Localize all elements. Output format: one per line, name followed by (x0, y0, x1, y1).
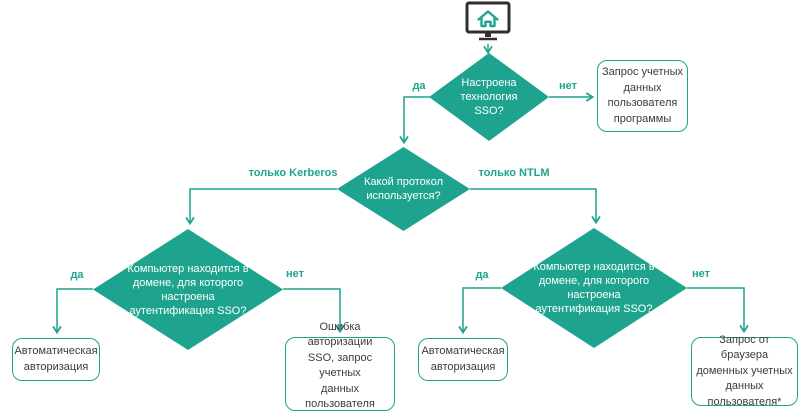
decision-protocol-label: Какой протокол используется? (364, 176, 443, 202)
result-auto-auth-right-label: Автоматическая авторизация (421, 345, 505, 373)
result-app-credentials-label: Запрос учетных данных пользователя прогр… (602, 66, 684, 125)
edge-domain-left-no (283, 288, 345, 334)
result-sso-error: Ошибка авторизации SSO, запрос учетных д… (285, 321, 395, 414)
decision-domain-kerberos-label: Компьютер находится в домене, для которо… (127, 262, 249, 317)
edge-label-sso-no: нет (558, 80, 578, 92)
result-auto-auth-right: Автоматическая авторизация (418, 338, 508, 381)
result-auto-auth-left: Автоматическая авторизация (12, 338, 100, 381)
result-auto-auth-left-label: Автоматическая авторизация (14, 345, 98, 373)
edge-ntlm (470, 188, 601, 225)
edge-domain-left-yes (52, 288, 93, 335)
edge-label-sso-yes: да (412, 80, 426, 92)
decision-domain-ntlm-label: Компьютер находится в домене, для которо… (533, 261, 655, 315)
edge-sso-yes (399, 96, 430, 145)
result-browser-credentials-request: Запрос от браузера доменных учетных данн… (691, 334, 798, 408)
edge-label-domain-right-yes: да (475, 269, 489, 281)
edge-label-domain-left-yes: да (70, 269, 84, 281)
edge-label-kerberos: только Kerberos (248, 167, 338, 179)
edge-kerberos (185, 188, 337, 226)
result-sso-error-label: Ошибка авторизации SSO, запрос учетных д… (305, 320, 375, 414)
edge-label-ntlm: только NTLM (478, 167, 550, 179)
computer-home-icon (465, 1, 511, 41)
edge-label-domain-right-no: нет (691, 268, 711, 280)
decision-sso-label: Настроена технология SSO? (460, 77, 518, 117)
edge-domain-right-no (687, 287, 749, 334)
edge-label-domain-left-no: нет (285, 268, 305, 280)
edge-domain-right-yes (458, 287, 501, 335)
result-browser-credentials-label: Запрос от браузера доменных учетных данн… (696, 333, 793, 408)
result-app-credentials-request: Запрос учетных данных пользователя прогр… (597, 60, 688, 132)
